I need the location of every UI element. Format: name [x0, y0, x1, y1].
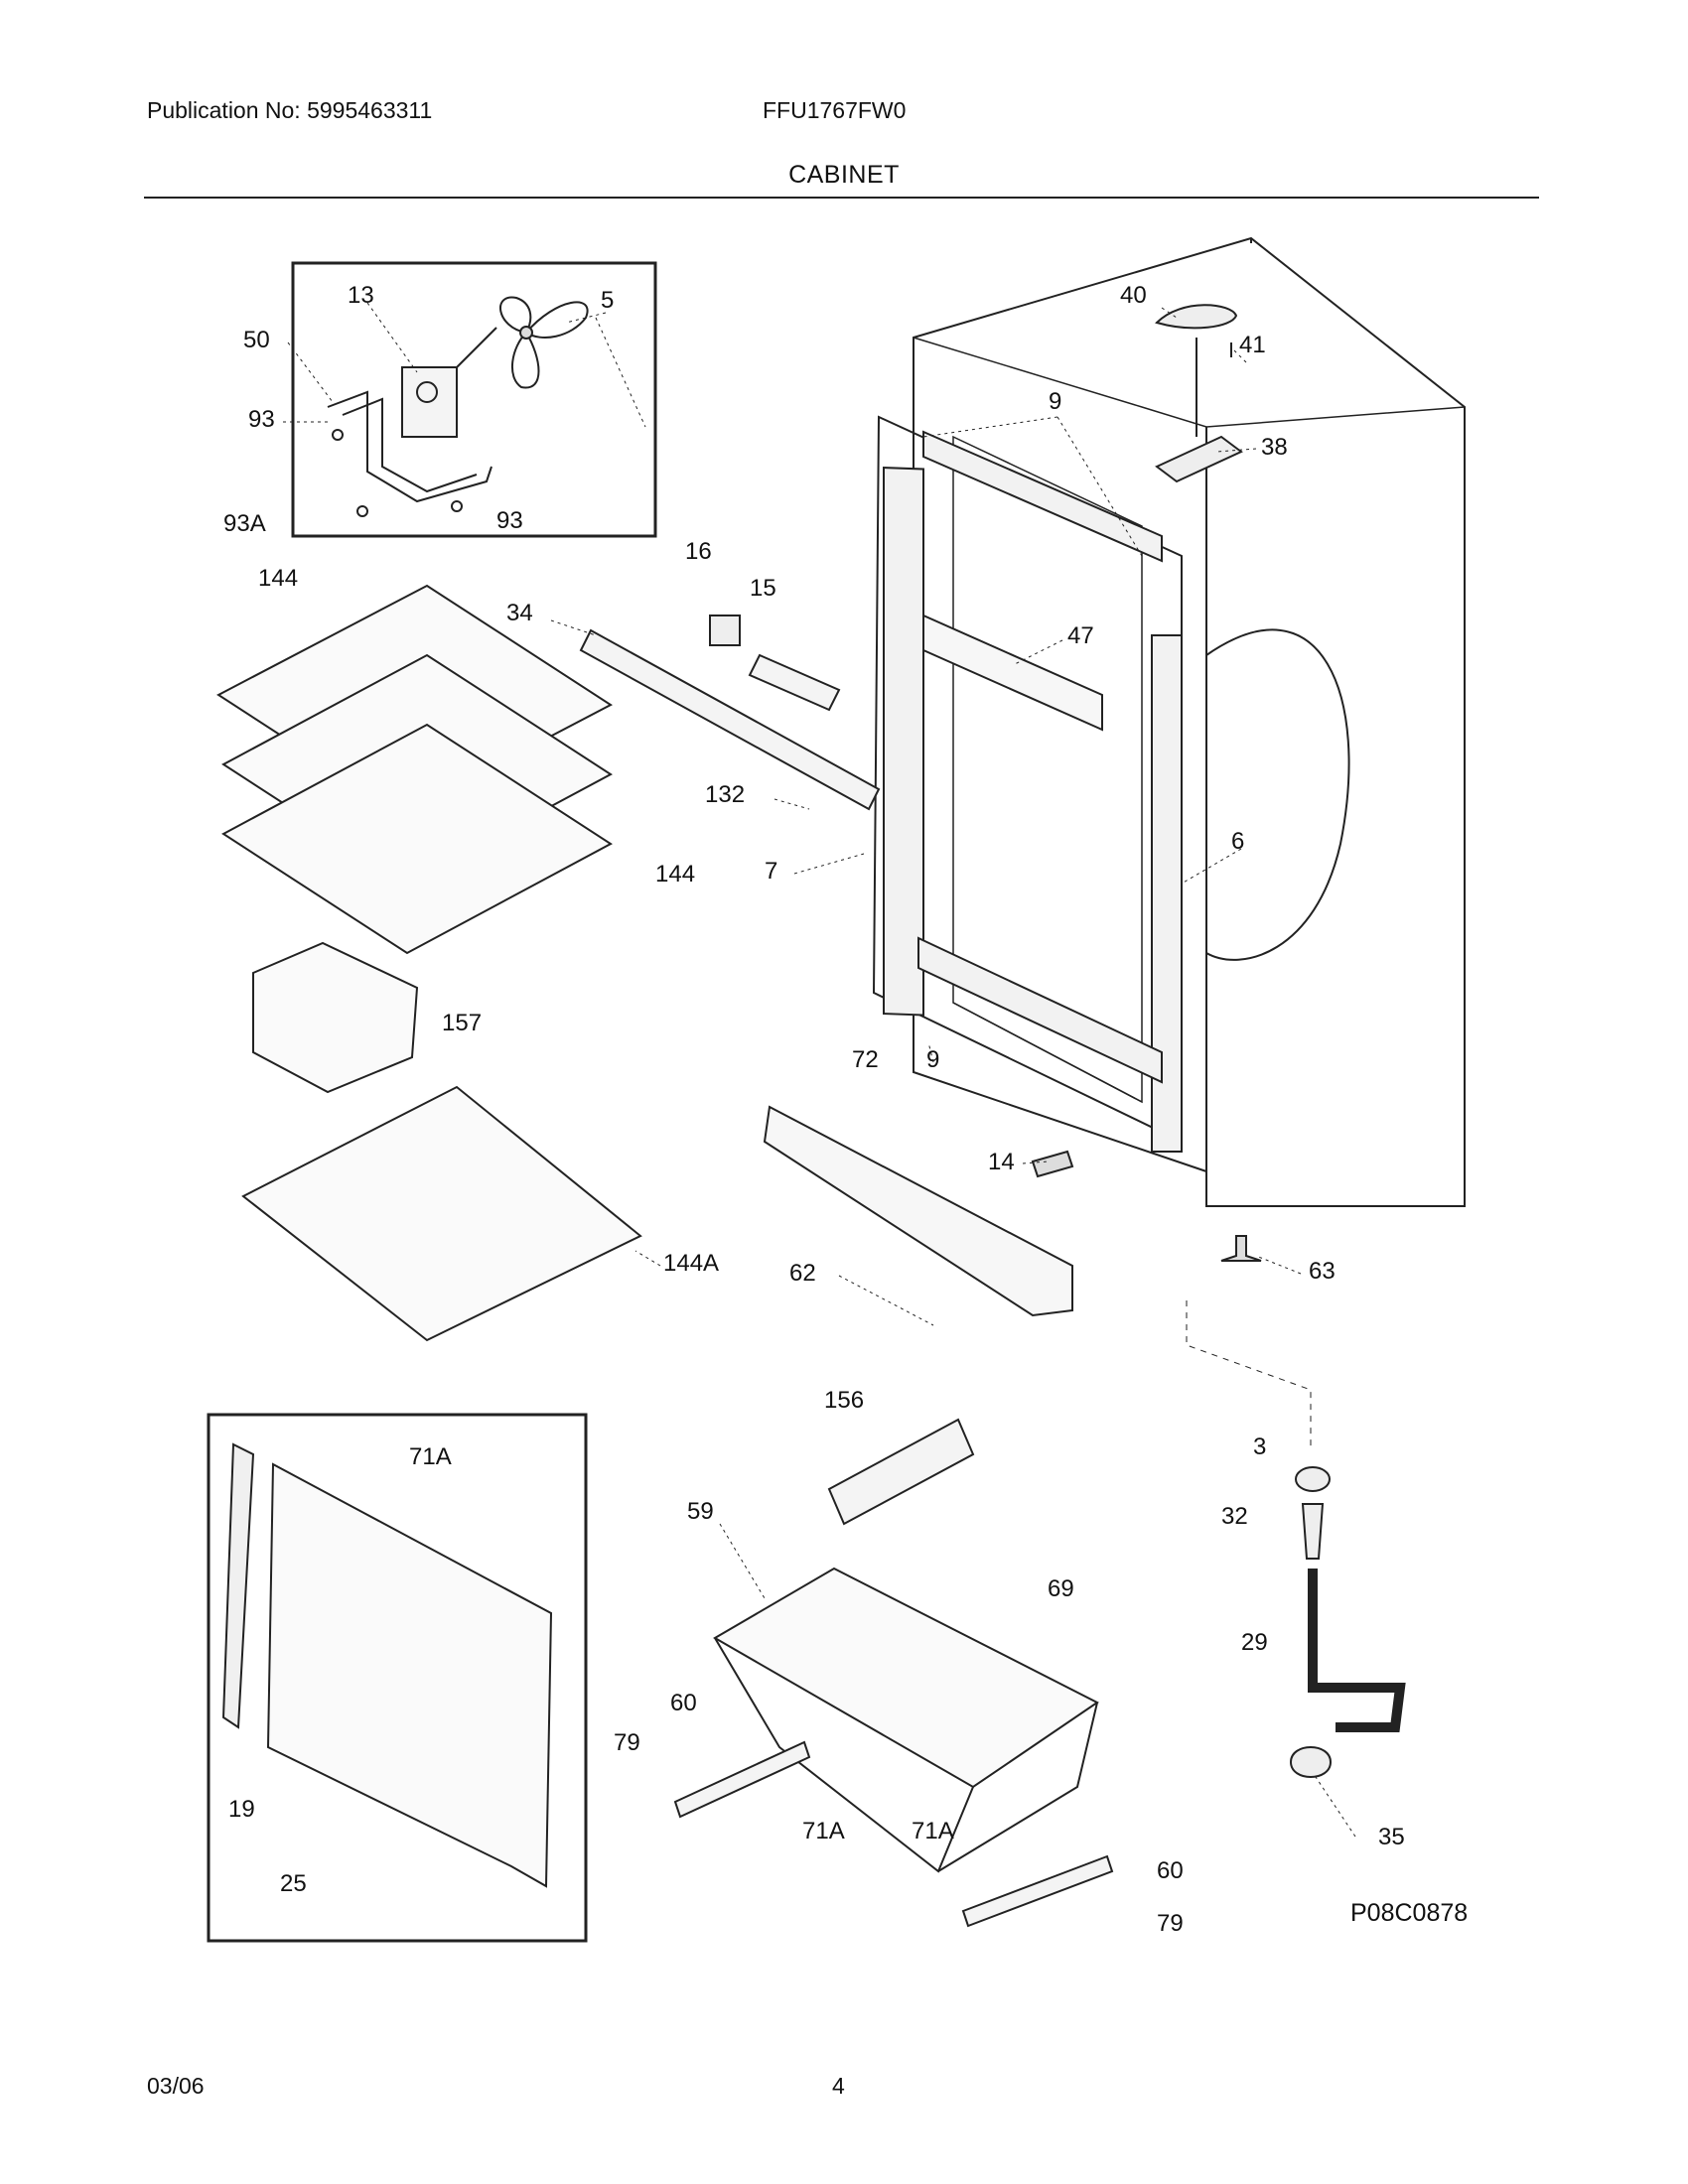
- wire-shelves: [216, 584, 642, 1342]
- callout-59: 59: [687, 1498, 714, 1525]
- header-rule: [144, 197, 1539, 199]
- figure-id: P08C0878: [1350, 1899, 1468, 1927]
- callout-47: 47: [1067, 622, 1094, 649]
- callout-40: 40: [1120, 282, 1147, 309]
- callout-15: 15: [750, 575, 776, 602]
- callout-29: 29: [1241, 1629, 1268, 1656]
- callout-156: 156: [824, 1387, 864, 1414]
- wire-basket-59: [713, 1567, 1099, 1873]
- callout-157: 157: [442, 1010, 482, 1036]
- callout-16: 16: [685, 538, 712, 565]
- callout-7: 7: [765, 858, 777, 885]
- light-socket-16: [709, 614, 741, 646]
- callout-93b: 93: [496, 507, 523, 534]
- callout-72: 72: [852, 1046, 879, 1073]
- callout-38: 38: [1261, 434, 1288, 461]
- freezer-cabinet: [872, 236, 1466, 1207]
- callout-93A: 93A: [223, 510, 266, 537]
- callout-25: 25: [280, 1870, 307, 1897]
- callout-41: 41: [1239, 332, 1266, 358]
- rail-34: [579, 628, 881, 811]
- callout-79: 79: [614, 1729, 640, 1756]
- callout-93: 93: [248, 406, 275, 433]
- callout-6: 6: [1231, 828, 1244, 855]
- fan-motor-inset: [291, 261, 657, 538]
- bin-157: [252, 941, 419, 1094]
- callout-69: 69: [1048, 1575, 1074, 1602]
- callout-60b: 60: [1157, 1857, 1184, 1884]
- callout-32: 32: [1221, 1503, 1248, 1530]
- callout-50: 50: [243, 327, 270, 353]
- kick-plate-72: [763, 1105, 1073, 1317]
- door-stop-14: [1031, 1150, 1074, 1178]
- callout-35: 35: [1378, 1824, 1405, 1850]
- section-title: CABINET: [788, 161, 900, 189]
- callout-60: 60: [670, 1690, 697, 1716]
- callout-3: 3: [1253, 1433, 1266, 1460]
- callout-9: 9: [1049, 388, 1061, 415]
- callout-13: 13: [348, 282, 374, 309]
- callout-5: 5: [601, 287, 614, 314]
- callout-144b: 144: [655, 861, 695, 887]
- light-bulb-15: [748, 653, 841, 712]
- drain-assembly: [1186, 1300, 1406, 1778]
- evaporator-cover-inset: [207, 1413, 588, 1943]
- callout-62: 62: [789, 1260, 816, 1287]
- callout-132: 132: [705, 781, 745, 808]
- model-number: FFU1767FW0: [763, 97, 907, 123]
- callout-71A-c: 71A: [912, 1818, 954, 1844]
- publication-date: 03/06: [147, 2073, 205, 2099]
- publication-number: Publication No: 5995463311: [147, 97, 433, 123]
- callout-63: 63: [1309, 1258, 1336, 1285]
- callout-144: 144: [258, 565, 298, 592]
- page-number: 4: [832, 2073, 845, 2099]
- callout-14: 14: [988, 1149, 1015, 1175]
- callout-71A-b: 71A: [802, 1818, 845, 1844]
- callout-79b: 79: [1157, 1910, 1184, 1937]
- basket-rail-60a: [673, 1740, 811, 1819]
- callout-19: 19: [228, 1796, 255, 1823]
- basket-rail-60b: [961, 1854, 1114, 1928]
- basket-divider-156: [827, 1418, 975, 1526]
- callout-144A: 144A: [663, 1250, 719, 1277]
- callout-34: 34: [506, 600, 533, 626]
- leveler-63: [1220, 1235, 1262, 1262]
- callout-71A: 71A: [409, 1443, 452, 1470]
